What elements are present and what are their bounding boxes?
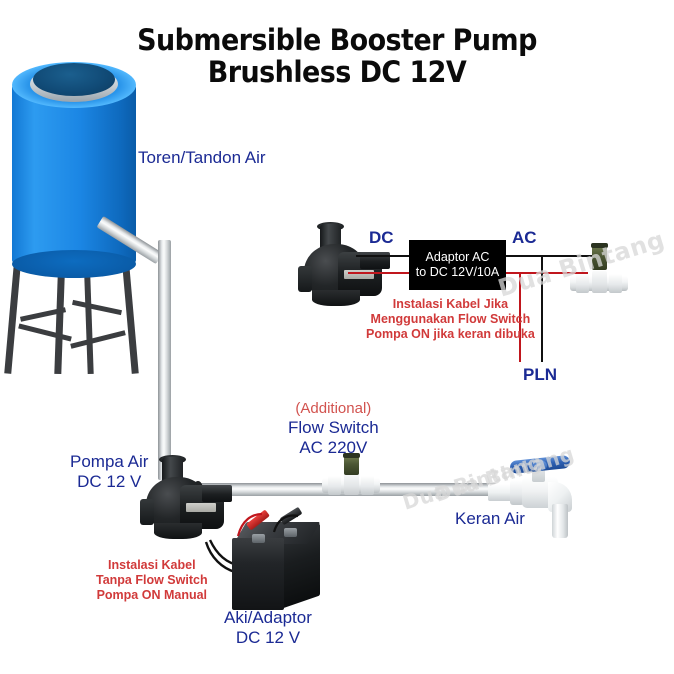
tank-leg xyxy=(4,261,21,374)
label-battery-name: Aki/Adaptor xyxy=(224,608,312,627)
pump-inlet xyxy=(162,457,183,483)
pump-mount-foot xyxy=(298,266,312,292)
tank-brace xyxy=(72,299,122,316)
flow-switch-sensor-cap xyxy=(591,243,608,248)
label-tank: Toren/Tandon Air xyxy=(138,148,266,167)
battery-terminal-positive xyxy=(252,534,265,543)
label-flow-switch-name: Flow Switch xyxy=(288,417,379,437)
note-line: Pompa ON Manual xyxy=(96,587,208,602)
note-line: Instalasi Kabel xyxy=(108,558,196,572)
tank-leg xyxy=(54,267,65,375)
flow-switch-nut-right xyxy=(361,476,374,495)
label-battery: Aki/Adaptor DC 12 V xyxy=(224,608,312,648)
flow-switch-tee xyxy=(344,473,359,495)
pump-spec-label xyxy=(186,503,216,512)
page-title: Submersible Booster Pump Brushless DC 12… xyxy=(0,24,674,89)
wire-ac-black xyxy=(506,255,598,257)
note-line: Instalasi Kabel Jika xyxy=(392,297,509,311)
faucet-keran-air[interactable] xyxy=(488,454,583,543)
note-line: Pompa ON jika keran dibuka xyxy=(366,326,535,341)
pump-base xyxy=(154,523,202,539)
tank-lid xyxy=(33,63,115,96)
note-line: Tanpa Flow Switch xyxy=(96,572,208,587)
faucet-handle-knob[interactable] xyxy=(532,460,547,471)
battery-terminal-negative xyxy=(284,528,297,537)
note-line: Menggunakan Flow Switch xyxy=(370,311,531,326)
pump-spec-label xyxy=(344,270,374,279)
flow-switch-tee xyxy=(592,271,607,293)
wire-pln-red xyxy=(519,272,521,362)
battery-clip-leads xyxy=(236,512,299,537)
adaptor-line-1: Adaptor AC xyxy=(425,249,490,264)
flow-switch-nut-right xyxy=(609,274,622,293)
wire-dc-red xyxy=(348,272,418,274)
tank-brace xyxy=(18,323,72,342)
label-pump-water-name: Pompa Air xyxy=(70,452,149,471)
pump-mount-foot xyxy=(140,499,154,525)
pump-inlet xyxy=(320,224,341,250)
wire-dc-black xyxy=(356,255,418,257)
tank-brace xyxy=(70,330,126,349)
tank-leg xyxy=(84,267,94,375)
label-pump-water-spec: DC 12 V xyxy=(77,472,142,492)
label-pln: PLN xyxy=(523,365,557,384)
label-faucet: Keran Air xyxy=(455,509,525,528)
title-line-2: Brushless DC 12V xyxy=(207,55,467,90)
wire-pln-black xyxy=(541,255,543,362)
flow-switch-nut-left xyxy=(328,476,341,495)
flow-switch-sensor-cap xyxy=(343,453,360,458)
label-battery-spec: DC 12 V xyxy=(235,628,301,648)
flow-switch-sensor xyxy=(592,246,607,270)
battery-aki xyxy=(232,506,332,617)
wire-ac-red xyxy=(506,272,588,274)
water-pump-main xyxy=(140,455,240,545)
label-flow-switch: (Additional) Flow Switch AC 220V xyxy=(288,400,379,458)
battery-front xyxy=(232,538,284,610)
vertical-riser-pipe xyxy=(158,240,171,480)
pump-outlet xyxy=(202,485,232,502)
faucet-spout xyxy=(552,504,568,538)
label-pump-water: Pompa Air DC 12 V xyxy=(70,452,148,492)
pump-base xyxy=(312,290,360,306)
label-flow-switch-additional: (Additional) xyxy=(295,400,372,417)
title-line-1: Submersible Booster Pump xyxy=(137,23,537,57)
label-dc: DC xyxy=(369,228,394,247)
flow-switch-upper xyxy=(570,243,628,294)
adaptor-ac-to-dc: Adaptor AC to DC 12V/10A xyxy=(409,240,506,290)
flow-switch-inline xyxy=(322,453,380,496)
label-flow-switch-spec: AC 220V xyxy=(299,437,368,457)
faucet-nut xyxy=(510,480,524,505)
adaptor-line-2: to DC 12V/10A xyxy=(415,265,500,279)
tank-leg xyxy=(122,261,139,374)
flow-switch-nut-left xyxy=(576,274,589,293)
faucet-inlet xyxy=(488,484,514,501)
note-without-flow-switch: Instalasi Kabel Tanpa Flow Switch Pompa … xyxy=(96,558,208,602)
note-with-flow-switch: Instalasi Kabel Jika Menggunakan Flow Sw… xyxy=(366,297,535,341)
label-ac: AC xyxy=(512,228,537,247)
flow-switch-sensor xyxy=(344,456,359,475)
